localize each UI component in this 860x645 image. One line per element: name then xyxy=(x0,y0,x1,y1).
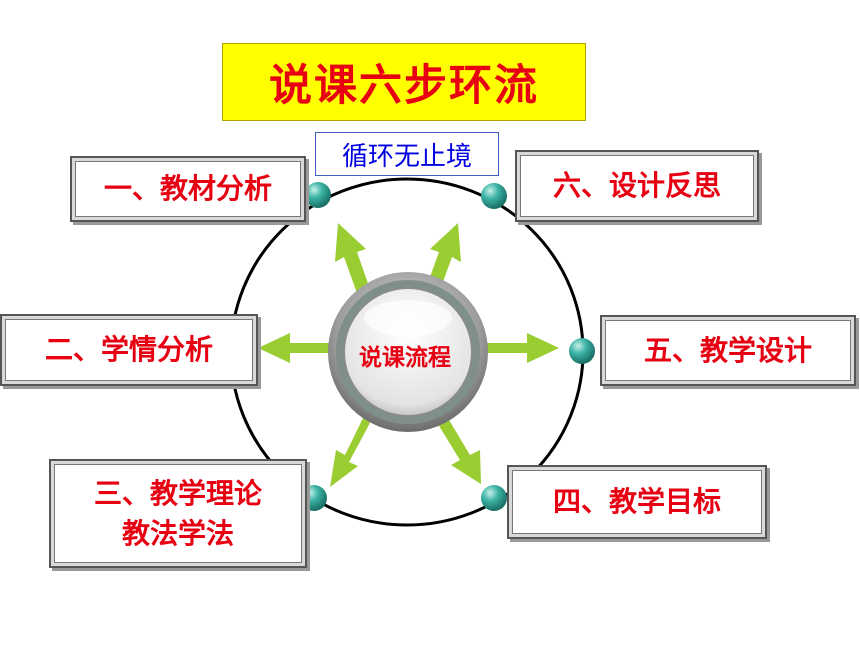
arrow-to-step-3 xyxy=(330,416,370,487)
arrow-to-step-6 xyxy=(426,223,461,293)
step-label-3-line2: 教法学法 xyxy=(121,516,234,550)
step-label-4: 四、教学目标 xyxy=(552,485,721,518)
subtitle-text: 循环无止境 xyxy=(341,141,472,172)
step-label-5: 五、教学设计 xyxy=(643,333,812,367)
page-title: 说课六步环流 xyxy=(269,61,539,111)
step-box-5: 五、教学设计 xyxy=(600,315,856,386)
node-step-1 xyxy=(305,182,331,208)
step-label-1: 一、教材分析 xyxy=(103,172,272,205)
arrow-to-step-5 xyxy=(483,333,559,363)
center-text: 说课流程 xyxy=(359,345,451,371)
step-box-1: 一、教材分析 xyxy=(70,156,306,222)
node-step-4 xyxy=(481,485,507,511)
node-step-6 xyxy=(481,183,507,209)
arrow-to-step-1 xyxy=(335,223,371,296)
step-box-4: 四、教学目标 xyxy=(507,465,767,539)
step-label-2: 二、学情分析 xyxy=(44,333,213,366)
node-step-5 xyxy=(569,338,595,364)
node-step-3 xyxy=(301,485,327,511)
step-label-6: 六、设计反思 xyxy=(552,169,721,202)
subtitle-box: 循环无止境 xyxy=(315,132,499,176)
step-box-6: 六、设计反思 xyxy=(515,150,759,222)
center-label: 说课流程 xyxy=(343,335,467,375)
title-banner: 说课六步环流 xyxy=(222,43,586,121)
center-hub xyxy=(328,272,488,432)
arrow-group xyxy=(258,223,559,487)
arrow-to-step-2 xyxy=(258,333,333,363)
step-box-3: 三、教学理论 教法学法 xyxy=(49,459,307,568)
step-box-2: 二、学情分析 xyxy=(0,314,258,386)
step-label-3-line1: 三、教学理论 xyxy=(93,476,262,510)
arrow-to-step-4 xyxy=(436,415,481,484)
